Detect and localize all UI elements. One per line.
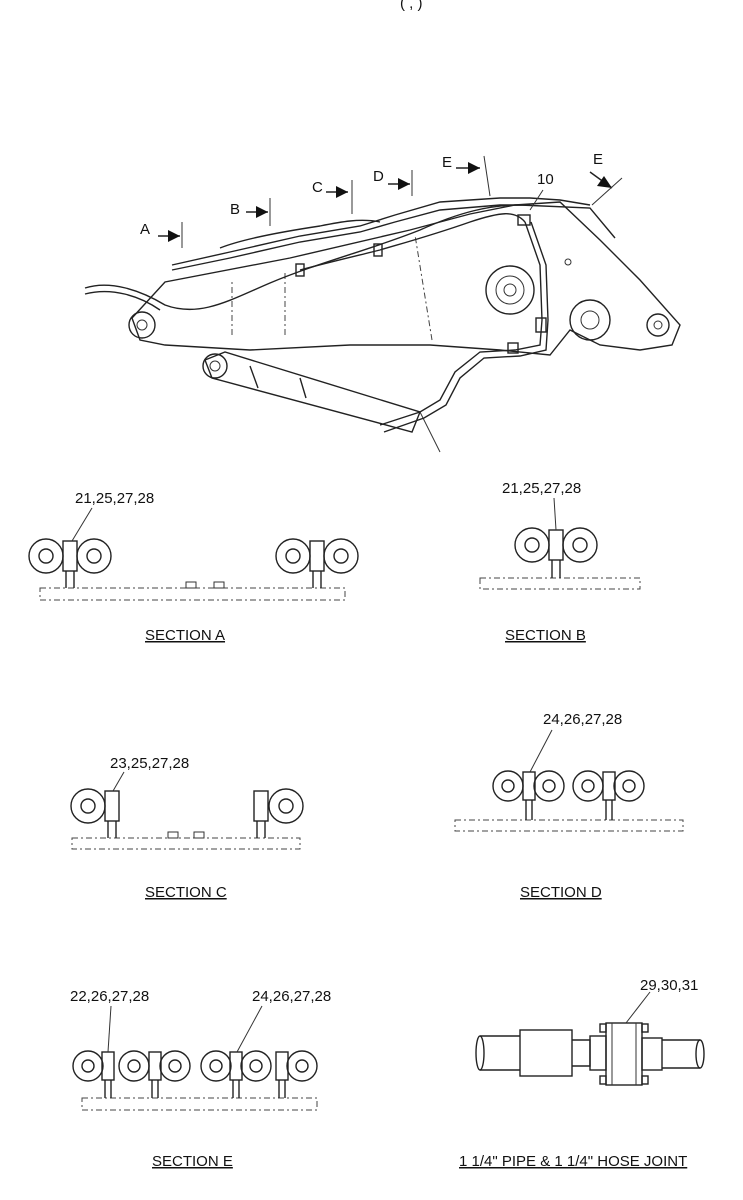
svg-text:C: C [312,179,323,196]
header-fragment: ( , ) [400,0,423,12]
section-e-detail: 22,26,27,28 24,26,27,28 SECTION E [70,988,331,1170]
section-e-parts-right: 24,26,27,28 [252,988,331,1005]
svg-text:E: E [593,151,603,168]
section-d-parts: 24,26,27,28 [543,711,622,728]
callout-10: 10 [529,171,554,211]
section-c-detail: 23,25,27,28 SECTION C [70,755,304,901]
section-e-title: SECTION E [152,1153,233,1170]
section-d-title: SECTION D [520,884,602,901]
section-c-parts: 23,25,27,28 [110,755,189,772]
section-d-detail: 24,26,27,28 SECTION D [454,711,684,901]
section-arrow-e-left: E [442,154,491,197]
section-a-parts: 21,25,27,28 [75,490,154,507]
svg-text:D: D [373,168,384,185]
svg-text:A: A [140,221,150,238]
section-e-parts-left: 22,26,27,28 [70,988,149,1005]
section-arrow-d: D [373,168,413,196]
section-b-parts: 21,25,27,28 [502,480,581,497]
section-arrow-a: A [140,221,183,248]
section-c-title: SECTION C [145,884,227,901]
boom-assembly-view [84,197,681,453]
joint-title: 1 1/4" PIPE & 1 1/4" HOSE JOINT [459,1153,687,1170]
joint-parts: 29,30,31 [640,977,698,994]
section-a-title: SECTION A [145,627,225,644]
svg-text:10: 10 [537,171,554,188]
section-arrow-c: C [312,179,353,214]
svg-text:E: E [442,154,452,171]
pipe-hose-joint-detail: 29,30,31 1 1/4" PIPE & 1 1/4" HOSE JOINT [459,977,705,1170]
section-a-detail: 21,25,27,28 SECTION A [28,490,359,644]
section-arrow-e-right: E [589,151,623,206]
section-b-detail: 21,25,27,28 SECTION B [479,480,641,644]
svg-text:B: B [230,201,240,218]
section-b-title: SECTION B [505,627,586,644]
section-arrow-b: B [230,198,271,226]
